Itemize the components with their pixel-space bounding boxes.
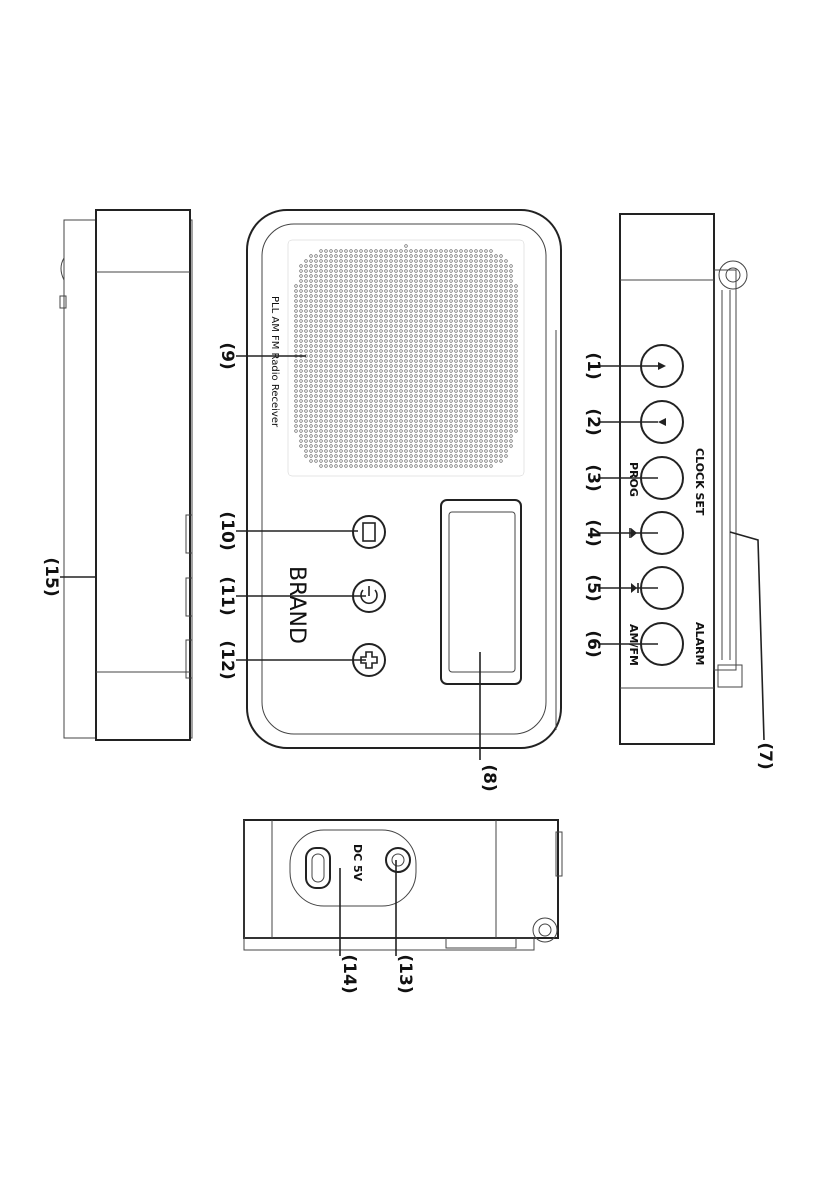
callout-4: (4)	[583, 519, 603, 546]
headphone-jack	[386, 848, 410, 872]
callout-2: (2)	[583, 408, 603, 435]
callout-8: (8)	[479, 764, 499, 791]
side-view	[244, 820, 562, 950]
callout-13: (13)	[395, 954, 415, 993]
callout-12: (12)	[217, 640, 237, 679]
model-text: PLL AM FM Radio Receiver	[269, 296, 280, 428]
brand-text: BRAND	[284, 566, 309, 644]
dc-label: DC 5V	[351, 844, 364, 882]
amfm-label: AM/FM	[627, 624, 640, 666]
callout-9: (9)	[217, 342, 237, 369]
callout-6: (6)	[583, 630, 603, 657]
clock-set-label: CLOCK SET	[693, 448, 706, 516]
callout-10: (10)	[217, 511, 237, 550]
callout-5: (5)	[583, 574, 603, 601]
volume-down-button[interactable]	[353, 516, 385, 548]
back-view	[60, 210, 192, 740]
front-view	[247, 210, 561, 748]
callout-11: (11)	[217, 576, 237, 615]
callout-14: (14)	[339, 954, 359, 993]
lcd-display	[441, 500, 521, 684]
alarm-label: ALARM	[693, 622, 706, 665]
callout-1: (1)	[583, 352, 603, 379]
prog-label: PROG	[627, 462, 640, 497]
callout-15: (15)	[41, 557, 61, 596]
callout-3: (3)	[583, 464, 603, 491]
callout-7: (7)	[755, 742, 775, 769]
